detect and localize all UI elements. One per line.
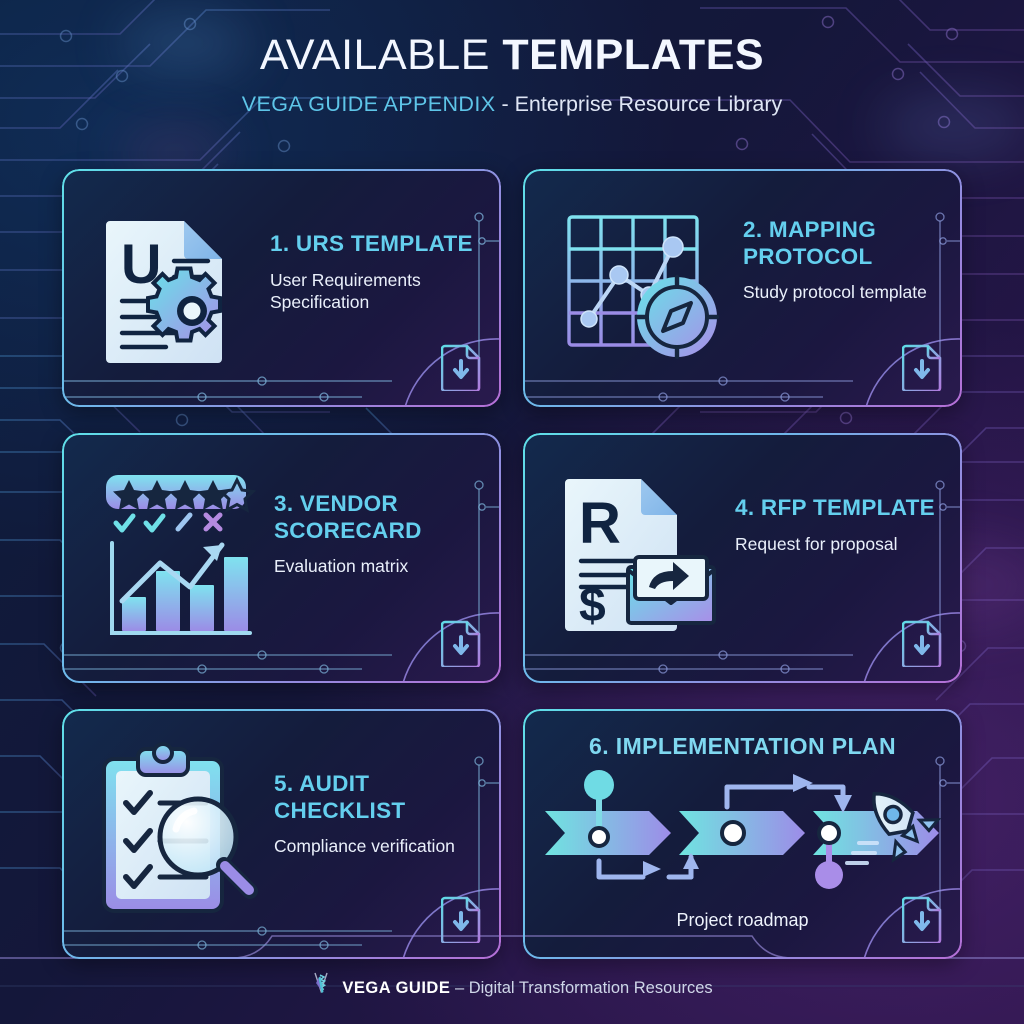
card-title: 1. URS TEMPLATE [270, 231, 473, 256]
template-card-urs[interactable]: U 1. URS TEMPLATE User Requirements Spec [62, 169, 501, 407]
template-card-vendor-scorecard[interactable]: 3. VENDOR SCORECARD Evaluation matrix [62, 433, 501, 683]
card-title: 5. AUDIT CHECKLIST [274, 771, 406, 823]
card-subtitle: Project roadmap [676, 910, 809, 930]
card-subtitle: Compliance verification [274, 836, 455, 857]
card-text-block: 2. MAPPING PROTOCOL Study protocol templ… [743, 217, 949, 303]
card-text-block: 3. VENDOR SCORECARD Evaluation matrix [274, 491, 488, 577]
card-subtitle: Study protocol template [743, 282, 927, 303]
footer-divider [0, 935, 1024, 959]
card-title: 3. VENDOR SCORECARD [274, 491, 422, 543]
vega-feather-logo-icon [314, 972, 329, 994]
download-file-icon[interactable] [902, 895, 944, 943]
card-subtitle: Request for proposal [735, 533, 898, 554]
svg-text:R: R [579, 491, 621, 556]
card-subtitle: Evaluation matrix [274, 556, 409, 577]
grid-row-1: U 1. URS TEMPLATE User Requirements Spec [62, 169, 962, 407]
document-envelope-icon: R $ [565, 479, 716, 632]
footer-brand: VEGA GUIDE [342, 979, 451, 997]
document-gear-icon: U [106, 221, 222, 363]
grid-chart-compass-icon [567, 215, 720, 360]
card-title: 2. MAPPING PROTOCOL [743, 217, 877, 269]
subtitle-highlight: VEGA GUIDE APPENDIX [241, 92, 496, 116]
star-rating-bar-chart-icon [106, 475, 257, 635]
grid-row-3: 5. AUDIT CHECKLIST Compliance verificati… [62, 709, 962, 959]
subtitle-rest: - Enterprise Resource Library [495, 92, 783, 116]
card-text-block: 5. AUDIT CHECKLIST Compliance verificati… [274, 771, 484, 857]
download-file-icon[interactable] [441, 895, 483, 943]
svg-text:$: $ [579, 579, 606, 632]
template-card-mapping[interactable]: 2. MAPPING PROTOCOL Study protocol templ… [523, 169, 962, 407]
footer-tagline: – Digital Transformation Resources [450, 979, 713, 997]
template-card-audit-checklist[interactable]: 5. AUDIT CHECKLIST Compliance verificati… [62, 709, 501, 959]
download-file-icon[interactable] [902, 343, 944, 391]
page-footer: VEGA GUIDE – Digital Transformation Reso… [0, 971, 1024, 998]
card-text-block: 1. URS TEMPLATE User Requirements Specif… [270, 231, 482, 313]
download-file-icon[interactable] [441, 343, 483, 391]
footer-text: VEGA GUIDE – Digital Transformation Reso… [311, 971, 713, 998]
page-header: AVAILABLE TEMPLATES VEGA GUIDE APPENDIX … [0, 34, 1024, 116]
download-file-icon[interactable] [441, 619, 483, 667]
card-title: 4. RFP TEMPLATE [735, 495, 935, 520]
template-card-implementation-plan[interactable]: 6. IMPLEMENTATION PLAN [523, 709, 962, 959]
download-file-icon[interactable] [902, 619, 944, 667]
title-bold: TEMPLATES [502, 31, 765, 79]
template-card-rfp[interactable]: R $ 4. RFP TEMPLATE Request for proposal [523, 433, 962, 683]
clipboard-magnifier-icon [102, 742, 258, 913]
card-text-block: 4. RFP TEMPLATE Request for proposal [735, 495, 941, 555]
roadmap-rocket-icon [545, 770, 942, 889]
card-title: 6. IMPLEMENTATION PLAN [589, 733, 896, 759]
card-subtitle: User Requirements Specification [270, 269, 421, 312]
templates-grid: U 1. URS TEMPLATE User Requirements Spec [62, 169, 962, 985]
page-subtitle: VEGA GUIDE APPENDIX - Enterprise Resourc… [0, 92, 1024, 116]
page-title: AVAILABLE TEMPLATES [0, 34, 1024, 77]
grid-row-2: 3. VENDOR SCORECARD Evaluation matrix [62, 433, 962, 683]
title-light: AVAILABLE [259, 31, 503, 79]
